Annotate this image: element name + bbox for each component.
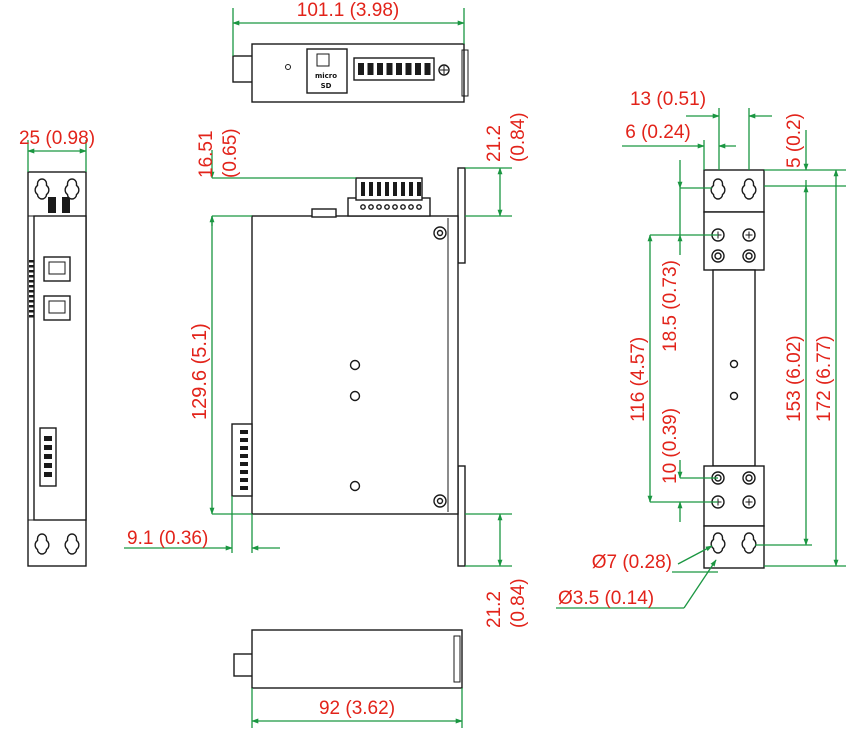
micro-sd-label-1: micro — [315, 72, 337, 80]
vent-slot — [29, 315, 34, 318]
dim-hole-spacing-x: 13 (0.51) — [630, 89, 706, 110]
terminal-pin — [396, 63, 402, 75]
dim-hole-span: 153 (6.02) — [784, 335, 805, 422]
terminal-screw — [408, 204, 414, 210]
terminal-pin — [240, 430, 248, 434]
dim-front-offset: 9.1 (0.36) — [127, 528, 208, 549]
terminal-screw — [392, 204, 398, 210]
micro-sd-slot — [306, 48, 348, 94]
keyhole-slot — [741, 178, 757, 200]
rj45-port-2 — [43, 295, 71, 321]
keyhole-slot — [34, 533, 50, 555]
vent-slot — [29, 280, 34, 283]
terminal-screw — [360, 204, 366, 210]
vent-slot — [29, 290, 34, 293]
rj45-port-1 — [43, 256, 71, 282]
keyhole-slot — [64, 178, 80, 200]
terminal-pin — [240, 446, 248, 450]
dim-terminal-height-mm: 16.51 — [196, 130, 217, 178]
terminal-pin — [44, 463, 52, 468]
terminal-pin — [393, 182, 397, 196]
terminal-pin — [367, 63, 374, 75]
dim-bottom-offset-mm: 21.2 — [484, 591, 505, 628]
dim-terminal-height-in: (0.65) — [220, 128, 241, 178]
keyhole-slot — [710, 178, 726, 200]
terminal-pin — [240, 438, 248, 442]
terminal-pin — [44, 436, 52, 441]
dim-slot-diameter: Ø7 (0.28) — [592, 552, 672, 573]
terminal-pin — [361, 182, 365, 196]
mounting-hole-inner — [745, 252, 753, 260]
terminal-screw — [400, 204, 406, 210]
terminal-pin — [240, 470, 248, 474]
dim-top-width: 101.1 (3.98) — [297, 0, 399, 21]
micro-sd-label-2: SD — [321, 82, 332, 90]
dim-hole-offset-x: 6 (0.24) — [625, 122, 690, 143]
terminal-pin — [377, 182, 381, 196]
vent-slot — [29, 265, 34, 268]
dim-body-height: 129.6 (5.1) — [189, 323, 211, 420]
terminal-pin — [415, 63, 421, 75]
dim-bottom-offset-in: (0.84) — [508, 578, 529, 628]
terminal-pin — [405, 63, 412, 75]
vent-slot — [29, 305, 34, 308]
terminal-block-top — [353, 57, 435, 81]
dim-total-height: 172 (6.77) — [814, 335, 835, 422]
keyhole-slot — [710, 532, 726, 554]
terminal-screw — [384, 204, 390, 210]
bottom-view — [233, 629, 463, 728]
terminal-pin — [417, 182, 421, 196]
vent-slot — [29, 270, 34, 273]
terminal-pin — [386, 63, 393, 75]
terminal-pin — [385, 182, 389, 196]
keyhole-slot — [64, 533, 80, 555]
dim-screw-gap-top: 18.5 (0.73) — [660, 260, 681, 352]
rear-view — [556, 108, 846, 609]
keyhole-slot — [741, 532, 757, 554]
keyhole-slot — [34, 178, 50, 200]
mounting-hole-inner — [714, 252, 722, 260]
terminal-pin — [358, 63, 364, 75]
dim-top-offset-mm: 21.2 — [484, 125, 505, 162]
front-view — [124, 150, 512, 567]
vent-slot — [29, 275, 34, 278]
terminal-pin — [424, 63, 431, 75]
mounting-hole-inner — [745, 474, 753, 482]
top-view: micro SD — [232, 8, 469, 103]
dim-hole-diameter: Ø3.5 (0.14) — [558, 588, 654, 609]
terminal-pin — [240, 486, 248, 490]
terminal-pin — [44, 472, 52, 477]
side-view — [27, 140, 87, 567]
terminal-pin — [369, 182, 373, 196]
terminal-pin — [240, 462, 248, 466]
terminal-pin — [377, 63, 383, 75]
terminal-screw — [368, 204, 374, 210]
terminal-screw — [416, 204, 422, 210]
vent-slot — [29, 295, 34, 298]
dim-side-width: 25 (0.98) — [19, 128, 95, 149]
dim-screw-gap-bottom: 10 (0.39) — [660, 408, 681, 484]
vent-slot — [29, 260, 34, 263]
dim-top-offset-in: (0.84) — [508, 112, 529, 162]
terminal-pin — [401, 182, 405, 196]
terminal-screw — [376, 204, 382, 210]
terminal-pin — [44, 445, 52, 450]
terminal-pin — [240, 454, 248, 458]
vent-slot — [29, 300, 34, 303]
terminal-pin — [240, 478, 248, 482]
vent-slot — [29, 310, 34, 313]
dim-screw-span: 116 (4.57) — [628, 337, 649, 422]
terminal-pin — [409, 182, 413, 196]
dim-bottom-width: 92 (3.62) — [319, 698, 395, 719]
terminal-pin — [44, 454, 52, 459]
vent-slot — [29, 285, 34, 288]
dim-hole-offset-y: 5 (0.2) — [784, 113, 805, 168]
